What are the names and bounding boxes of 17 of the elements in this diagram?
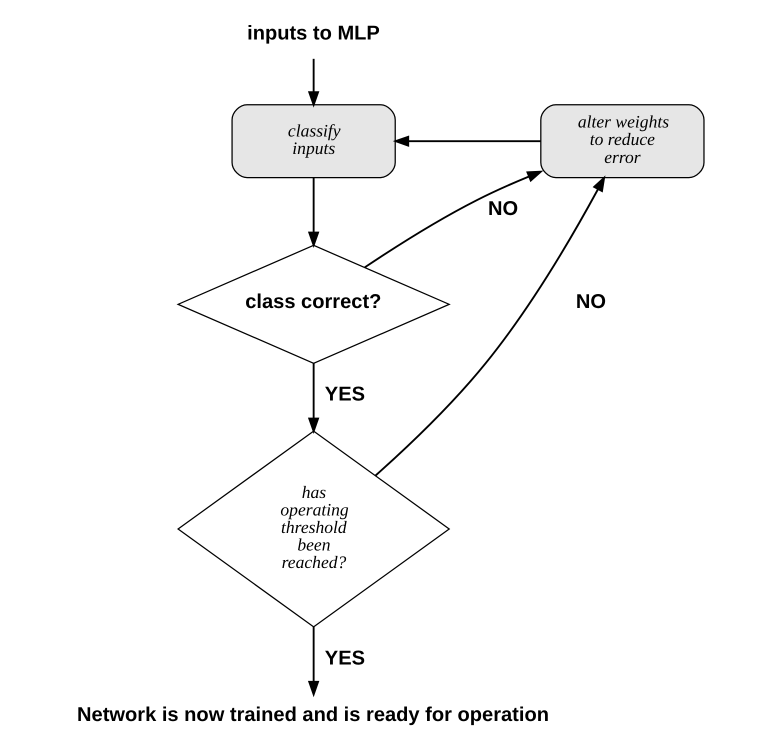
node-box: alter weights to reduce error <box>540 104 705 178</box>
edge-label: YES <box>324 647 365 670</box>
arrow <box>364 170 544 268</box>
arrow <box>374 175 606 476</box>
node-diamond: class correct? <box>176 244 451 364</box>
node-box: classify inputs <box>231 104 396 178</box>
arrow <box>308 363 320 434</box>
edge-label: NO <box>488 198 518 220</box>
node-text: inputs to MLP <box>247 22 380 44</box>
arrow <box>392 135 540 147</box>
node-text: Network is now trained and is ready for operation <box>77 704 549 726</box>
arrow <box>308 626 320 698</box>
arrow <box>308 58 320 108</box>
node-diamond: has operating threshold been reached? <box>177 430 450 628</box>
edge-label: YES <box>324 384 365 406</box>
edge-label: NO <box>576 290 606 313</box>
arrow <box>308 178 320 248</box>
